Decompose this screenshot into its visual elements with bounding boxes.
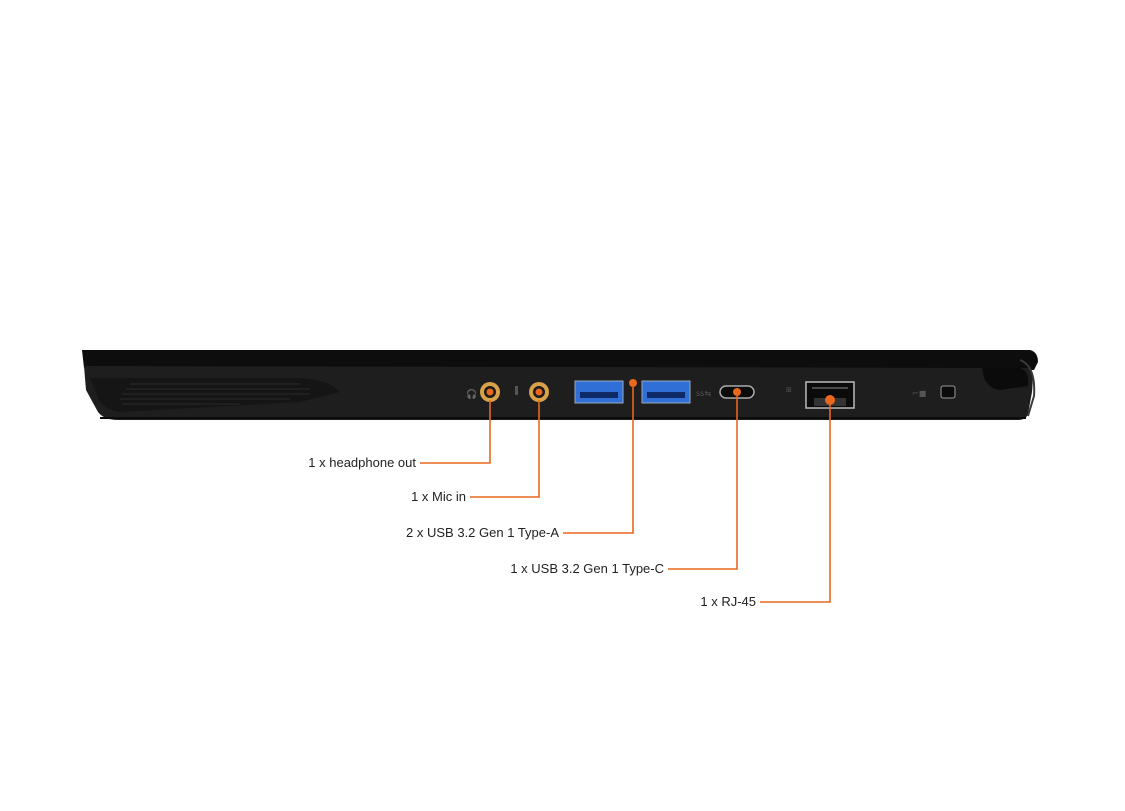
leader-usb-a (563, 387, 634, 534)
svg-text:ss⇆: ss⇆ (696, 389, 711, 398)
leader-mic (470, 400, 540, 498)
usb-a-port-icon (574, 379, 691, 404)
ethernet-port-icon: ⊞ (786, 381, 855, 409)
callout-headphone-label: 1 x headphone out (308, 455, 416, 470)
mic-jack-icon (515, 382, 549, 402)
kensington-lock-icon: ⌐■ (912, 385, 956, 399)
callout-usb-c-label: 1 x USB 3.2 Gen 1 Type-C (510, 561, 664, 576)
laptop-chassis (82, 350, 1038, 420)
leader-rj45 (760, 405, 831, 603)
callout-usb-a-label: 2 x USB 3.2 Gen 1 Type-A (406, 525, 559, 540)
callout-mic-label: 1 x Mic in (411, 489, 466, 504)
callout-lines (420, 387, 831, 603)
hinge-notch (982, 368, 1029, 390)
rear-edge (1019, 359, 1036, 417)
laptop-lid (82, 350, 1038, 370)
leader-headphone (420, 400, 491, 464)
svg-text:⌐■: ⌐■ (912, 389, 926, 398)
laptop-base (84, 366, 1033, 420)
usb-c-port-icon: ss⇆ (696, 385, 755, 399)
callout-rj45-label: 1 x RJ-45 (700, 594, 756, 609)
vent-slots (120, 383, 310, 405)
svg-text:⊞: ⊞ (786, 386, 792, 394)
svg-text:🎧: 🎧 (466, 388, 477, 400)
leader-usb-c (668, 396, 738, 570)
headphone-jack-icon: 🎧 (466, 382, 500, 402)
